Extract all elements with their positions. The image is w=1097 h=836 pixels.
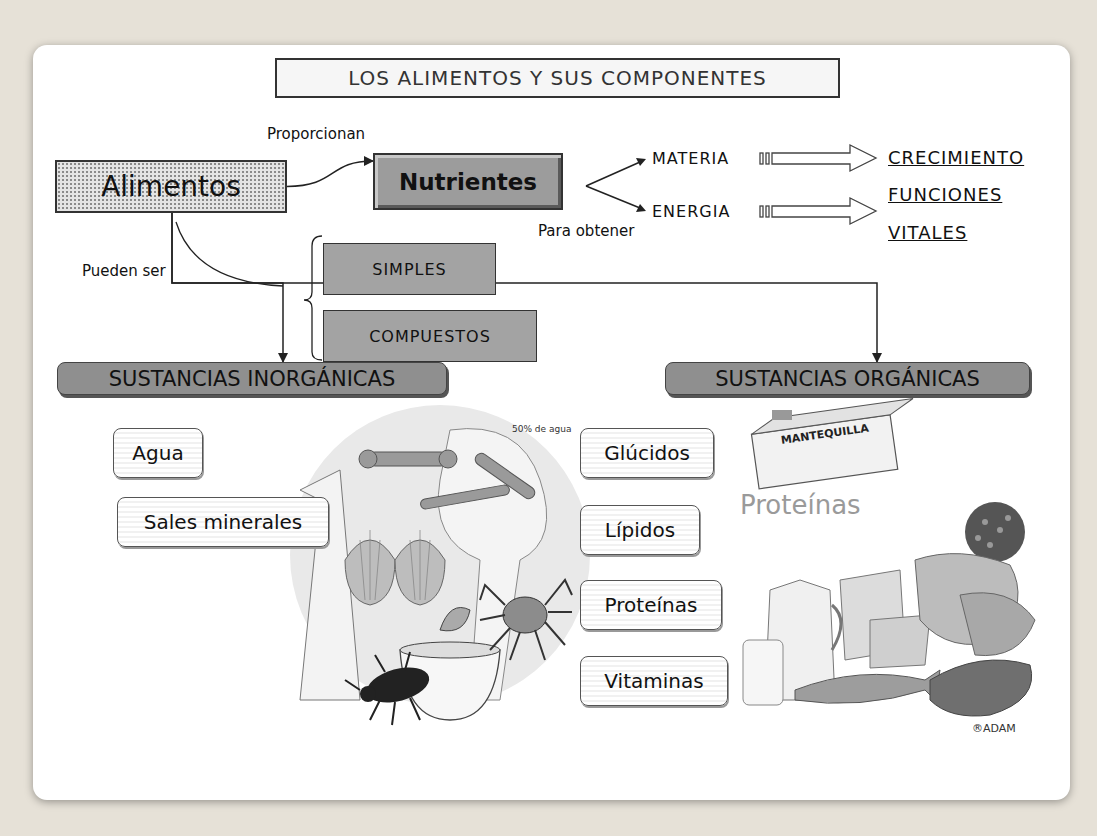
node-text: COMPUESTOS [369,327,491,346]
node-text: Nutrientes [399,169,537,195]
type-box: COMPUESTOS [323,310,537,362]
nutrient-box: Proteínas [580,580,722,630]
node-text: Vitaminas [604,669,703,693]
node-text: Lípidos [605,518,675,542]
text-label: CRECIMIENTO [888,147,1024,168]
node-text: Alimentos [101,170,241,203]
text-label: 50% de agua [512,424,571,434]
connector [172,213,877,362]
category-band: SUSTANCIAS INORGÁNICAS [57,362,447,395]
type-box: SIMPLES [323,243,496,295]
nutrient-box: Glúcidos [580,428,714,478]
category-band: SUSTANCIAS ORGÁNICAS [665,362,1030,395]
edge-label: Proporcionan [265,125,367,143]
node-text: Sales minerales [144,510,302,534]
node-text: Agua [132,441,183,465]
title-box: LOS ALIMENTOS Y SUS COMPONENTES [275,58,840,98]
nutrient-box: Sales minerales [117,497,329,547]
node-text: Glúcidos [604,441,690,465]
text-label: Pueden ser [82,262,166,280]
nutrient-box: Agua [113,428,203,478]
node-text: Proteínas [605,593,698,617]
text-label: MATERIA [652,149,729,168]
text-label: Proteínas [740,490,861,520]
nutrient-box: Vitaminas [580,656,728,706]
connector [287,161,373,187]
text-label: ®ADAM [972,722,1016,735]
connector [172,213,283,362]
nutrient-box: Lípidos [580,505,700,555]
text-label: Para obtener [538,222,634,240]
text-label: ENERGIA [652,202,730,221]
nutrientes-box: Nutrientes [373,153,563,210]
text-label: FUNCIONES VITALES [888,176,1028,252]
node-text: SUSTANCIAS ORGÁNICAS [715,367,980,391]
node-text: SUSTANCIAS INORGÁNICAS [109,367,395,391]
alimentos-box: Alimentos [55,160,287,213]
node-text: SIMPLES [372,260,447,279]
